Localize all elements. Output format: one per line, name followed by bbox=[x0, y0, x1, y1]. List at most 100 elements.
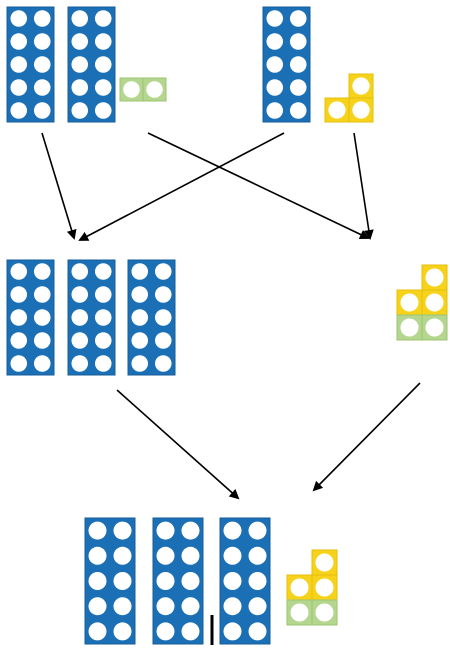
hole bbox=[10, 332, 28, 349]
hole bbox=[123, 81, 140, 98]
hole bbox=[71, 10, 89, 27]
hole bbox=[113, 622, 132, 641]
ten-block bbox=[84, 517, 136, 645]
hole bbox=[33, 263, 51, 280]
ten-block bbox=[6, 6, 55, 123]
hole bbox=[113, 546, 132, 565]
hole bbox=[71, 332, 89, 349]
hole bbox=[10, 286, 28, 303]
hole bbox=[266, 79, 284, 96]
five-block bbox=[286, 549, 338, 626]
hole bbox=[315, 553, 334, 572]
hole bbox=[156, 622, 175, 641]
hole bbox=[223, 572, 242, 590]
hole bbox=[94, 355, 112, 372]
hole bbox=[156, 546, 175, 565]
hole bbox=[71, 263, 89, 280]
hole bbox=[113, 521, 132, 540]
arrow bbox=[78, 132, 285, 241]
hole bbox=[71, 33, 89, 50]
hole bbox=[10, 102, 28, 119]
hole bbox=[400, 318, 419, 337]
arrow bbox=[116, 389, 240, 500]
hole bbox=[10, 33, 28, 50]
three-block bbox=[324, 73, 374, 123]
hole bbox=[290, 578, 309, 597]
hole bbox=[94, 309, 112, 326]
two-block bbox=[119, 77, 167, 102]
hole bbox=[156, 572, 175, 590]
hole bbox=[223, 521, 242, 540]
hole bbox=[94, 10, 112, 27]
hole bbox=[94, 102, 112, 119]
hole bbox=[154, 286, 172, 303]
hole bbox=[266, 10, 284, 27]
hole bbox=[88, 546, 107, 565]
hole bbox=[181, 597, 200, 616]
hole bbox=[71, 355, 89, 372]
ten-block bbox=[219, 517, 271, 645]
hole bbox=[94, 79, 112, 96]
hole bbox=[33, 33, 51, 50]
ten-block bbox=[127, 259, 176, 376]
hole bbox=[223, 622, 242, 641]
hole bbox=[425, 318, 444, 337]
hole bbox=[131, 355, 149, 372]
hole bbox=[10, 355, 28, 372]
ten-block bbox=[6, 259, 55, 376]
hole bbox=[33, 286, 51, 303]
hole bbox=[33, 309, 51, 326]
hole bbox=[33, 10, 51, 27]
hole bbox=[10, 56, 28, 73]
arrow bbox=[353, 132, 374, 240]
arrow bbox=[147, 132, 370, 240]
hole bbox=[33, 332, 51, 349]
ten-block bbox=[262, 6, 311, 123]
hole bbox=[10, 263, 28, 280]
hole bbox=[88, 521, 107, 540]
hole bbox=[131, 263, 149, 280]
hole bbox=[289, 33, 307, 50]
hole bbox=[266, 102, 284, 119]
hole bbox=[156, 521, 175, 540]
hole bbox=[248, 622, 267, 641]
hole bbox=[94, 263, 112, 280]
hole bbox=[113, 597, 132, 616]
hole bbox=[71, 309, 89, 326]
hole bbox=[10, 79, 28, 96]
hole bbox=[289, 56, 307, 73]
hole bbox=[156, 597, 175, 616]
ten-block bbox=[67, 259, 116, 376]
hole bbox=[352, 77, 370, 95]
hole bbox=[33, 355, 51, 372]
hole bbox=[248, 521, 267, 540]
hole bbox=[289, 79, 307, 96]
hole bbox=[223, 597, 242, 616]
five-block bbox=[396, 264, 448, 341]
hole bbox=[154, 263, 172, 280]
arrow bbox=[41, 132, 77, 240]
ten-block bbox=[67, 6, 116, 123]
hole bbox=[154, 332, 172, 349]
arrow bbox=[312, 382, 421, 492]
hole bbox=[425, 268, 444, 287]
hole bbox=[328, 101, 346, 119]
hole bbox=[71, 56, 89, 73]
hole bbox=[10, 309, 28, 326]
hole bbox=[10, 10, 28, 27]
hole bbox=[88, 572, 107, 590]
hole bbox=[88, 622, 107, 641]
hole bbox=[33, 79, 51, 96]
hole bbox=[33, 56, 51, 73]
hole bbox=[425, 293, 444, 312]
hole bbox=[181, 572, 200, 590]
hole bbox=[33, 102, 51, 119]
hole bbox=[94, 33, 112, 50]
hole bbox=[181, 546, 200, 565]
hole bbox=[315, 578, 334, 597]
hole bbox=[71, 286, 89, 303]
hole bbox=[290, 603, 309, 622]
hole bbox=[71, 79, 89, 96]
